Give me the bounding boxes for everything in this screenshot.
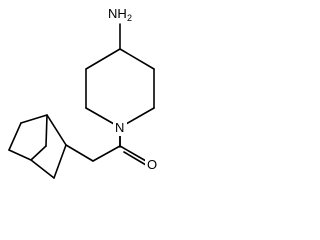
ring-nitrogen-symbol: N [115, 120, 124, 135]
amide-group [92, 134, 147, 166]
chemical-structure-diagram: NH 2 N O [8, 4, 160, 179]
piperidine-ring [85, 48, 155, 125]
bond-n1-c6 [85, 107, 115, 125]
amine-label: NH 2 [106, 4, 136, 23]
bond-carbonyl-oxygen-b [123, 151, 147, 166]
norbornane-cage [8, 114, 94, 179]
bond-c3-c4 [30, 159, 55, 179]
bond-c2-c3 [53, 144, 67, 179]
ring-nitrogen-label: N [113, 118, 127, 136]
bond-ch2-bridgehead [65, 144, 94, 162]
bond-c5-c4 [85, 48, 121, 70]
bond-c7-c4 [30, 145, 47, 161]
bond-carbonyl-oxygen-a [119, 145, 147, 162]
amine-subscript: 2 [127, 13, 132, 23]
bond-c2-n1 [125, 107, 155, 125]
bond-c1-c7 [45, 114, 48, 147]
bond-carbonyl-ch2 [92, 145, 121, 162]
amine-symbol: NH [108, 6, 127, 21]
carbonyl-oxygen-symbol: O [147, 157, 157, 172]
carbonyl-oxygen-label: O [145, 155, 160, 173]
bond-c4-c3 [119, 48, 155, 70]
bond-c5-c4 [8, 149, 32, 161]
bond-c6-c5 [8, 122, 22, 151]
bond-c2-c1 [46, 114, 67, 146]
bond-c1-c6 [20, 114, 48, 124]
